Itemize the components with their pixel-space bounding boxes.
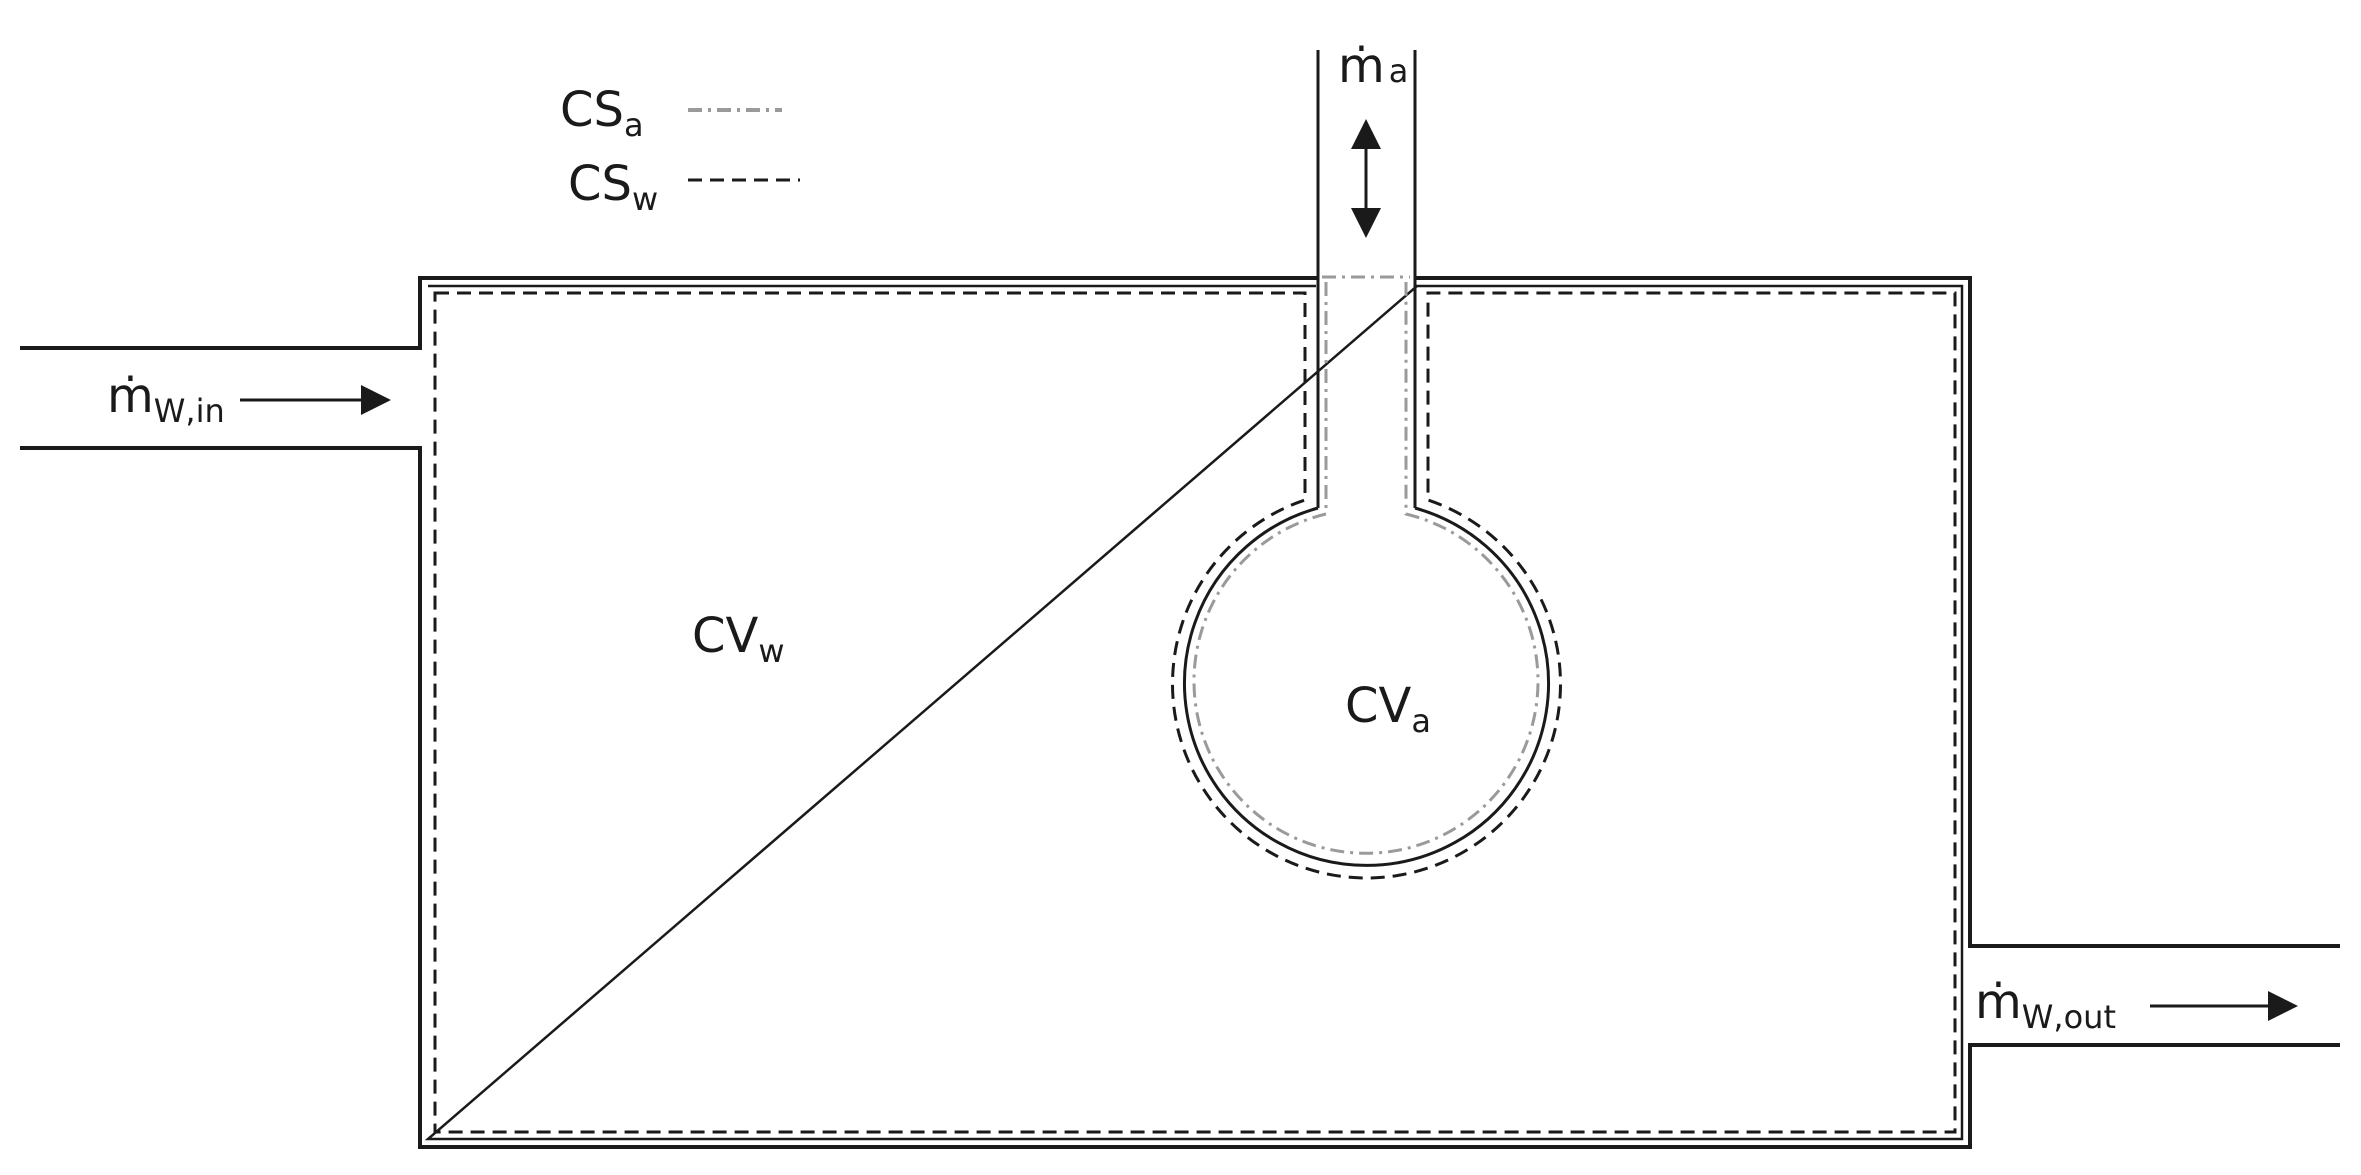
control-surface-air — [1192, 275, 1540, 855]
inlet-pipe — [20, 346, 420, 450]
legend: CSa CSw — [560, 82, 800, 218]
legend-air-surface-label: CSa — [560, 82, 644, 144]
air-bulb-wall — [1183, 506, 1550, 867]
vessel-wall-inner — [424, 284, 1964, 1141]
water-inflow-label: ṁW,in — [107, 368, 225, 430]
water-volume-label: CVw — [692, 608, 785, 670]
control-surface-water — [433, 291, 1957, 1134]
water-outflow-label: ṁW,out — [1975, 974, 2116, 1036]
legend-water-surface-label: CSw — [568, 156, 658, 218]
air-volume-label: CVa — [1345, 678, 1431, 740]
outlet-pipe — [1970, 944, 2340, 1047]
air-bulb-and-tube — [1183, 50, 1550, 867]
